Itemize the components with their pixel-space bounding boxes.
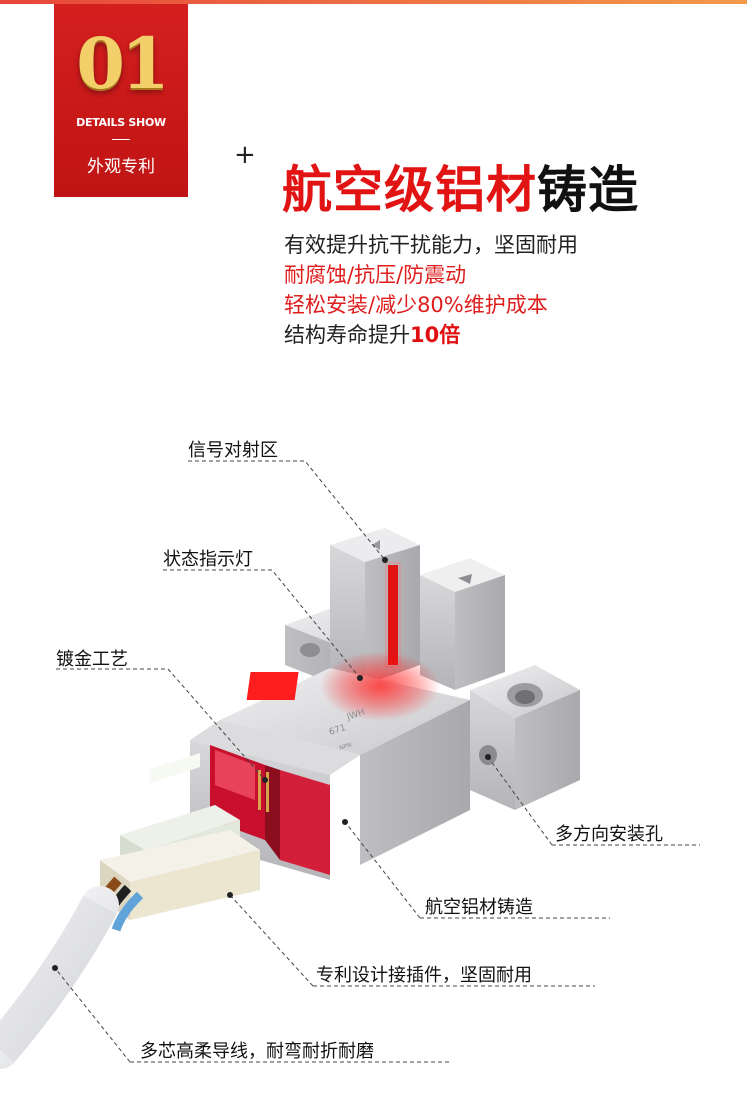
badge-number: 01 [76, 22, 169, 105]
page-title: 航空级铝材铸造 [282, 150, 639, 222]
feature-line: 有效提升抗干扰能力，坚固耐用 [284, 233, 578, 257]
badge-subtitle: DETAILS SHOW [76, 116, 166, 129]
callout-cable: 多芯高柔导线，耐弯耐折耐磨 [140, 1041, 374, 1062]
callout-gold-plating: 镀金工艺 [56, 649, 128, 670]
connector-socket [210, 745, 330, 875]
feature-prefix: 结构寿命提升 [284, 323, 410, 347]
callout-dots [52, 557, 491, 971]
plus-icon: + [234, 140, 256, 170]
callout-status-light: 状态指示灯 [163, 549, 253, 570]
feature-line: 耐腐蚀/抗压/防震动 [284, 263, 467, 287]
sensor-illustration: JWH 671 NPN [0, 460, 700, 1069]
title-black-part: 铸造 [537, 161, 639, 219]
receiver-tower [420, 558, 505, 690]
badge-divider [112, 139, 130, 140]
feature-line: 结构寿命提升10倍 [284, 320, 578, 350]
callout-signal-zone: 信号对射区 [188, 440, 278, 461]
callout-connector: 专利设计接插件，坚固耐用 [316, 965, 532, 986]
feature-list: 有效提升抗干扰能力，坚固耐用 耐腐蚀/抗压/防震动 轻松安装/减少80%维护成本… [284, 230, 578, 350]
feature-line: 轻松安装/减少80%维护成本 [284, 293, 548, 317]
badge-label: 外观专利 [87, 157, 155, 177]
title-red-part: 航空级铝材 [282, 161, 537, 219]
callout-mount-holes: 多方向安装孔 [555, 824, 663, 845]
callout-aluminum-cast: 航空铝材铸造 [425, 897, 533, 918]
section-badge: 01 DETAILS SHOW 外观专利 [54, 4, 188, 197]
side-mount-block [470, 665, 580, 810]
emitter-tower [330, 528, 420, 685]
white-cable [0, 886, 119, 1069]
callout-lines [54, 460, 700, 1063]
connector-plug [100, 753, 260, 920]
feature-emphasis: 10倍 [410, 323, 461, 347]
top-accent-bar [0, 0, 747, 4]
engraving-text: NPN [338, 741, 352, 752]
